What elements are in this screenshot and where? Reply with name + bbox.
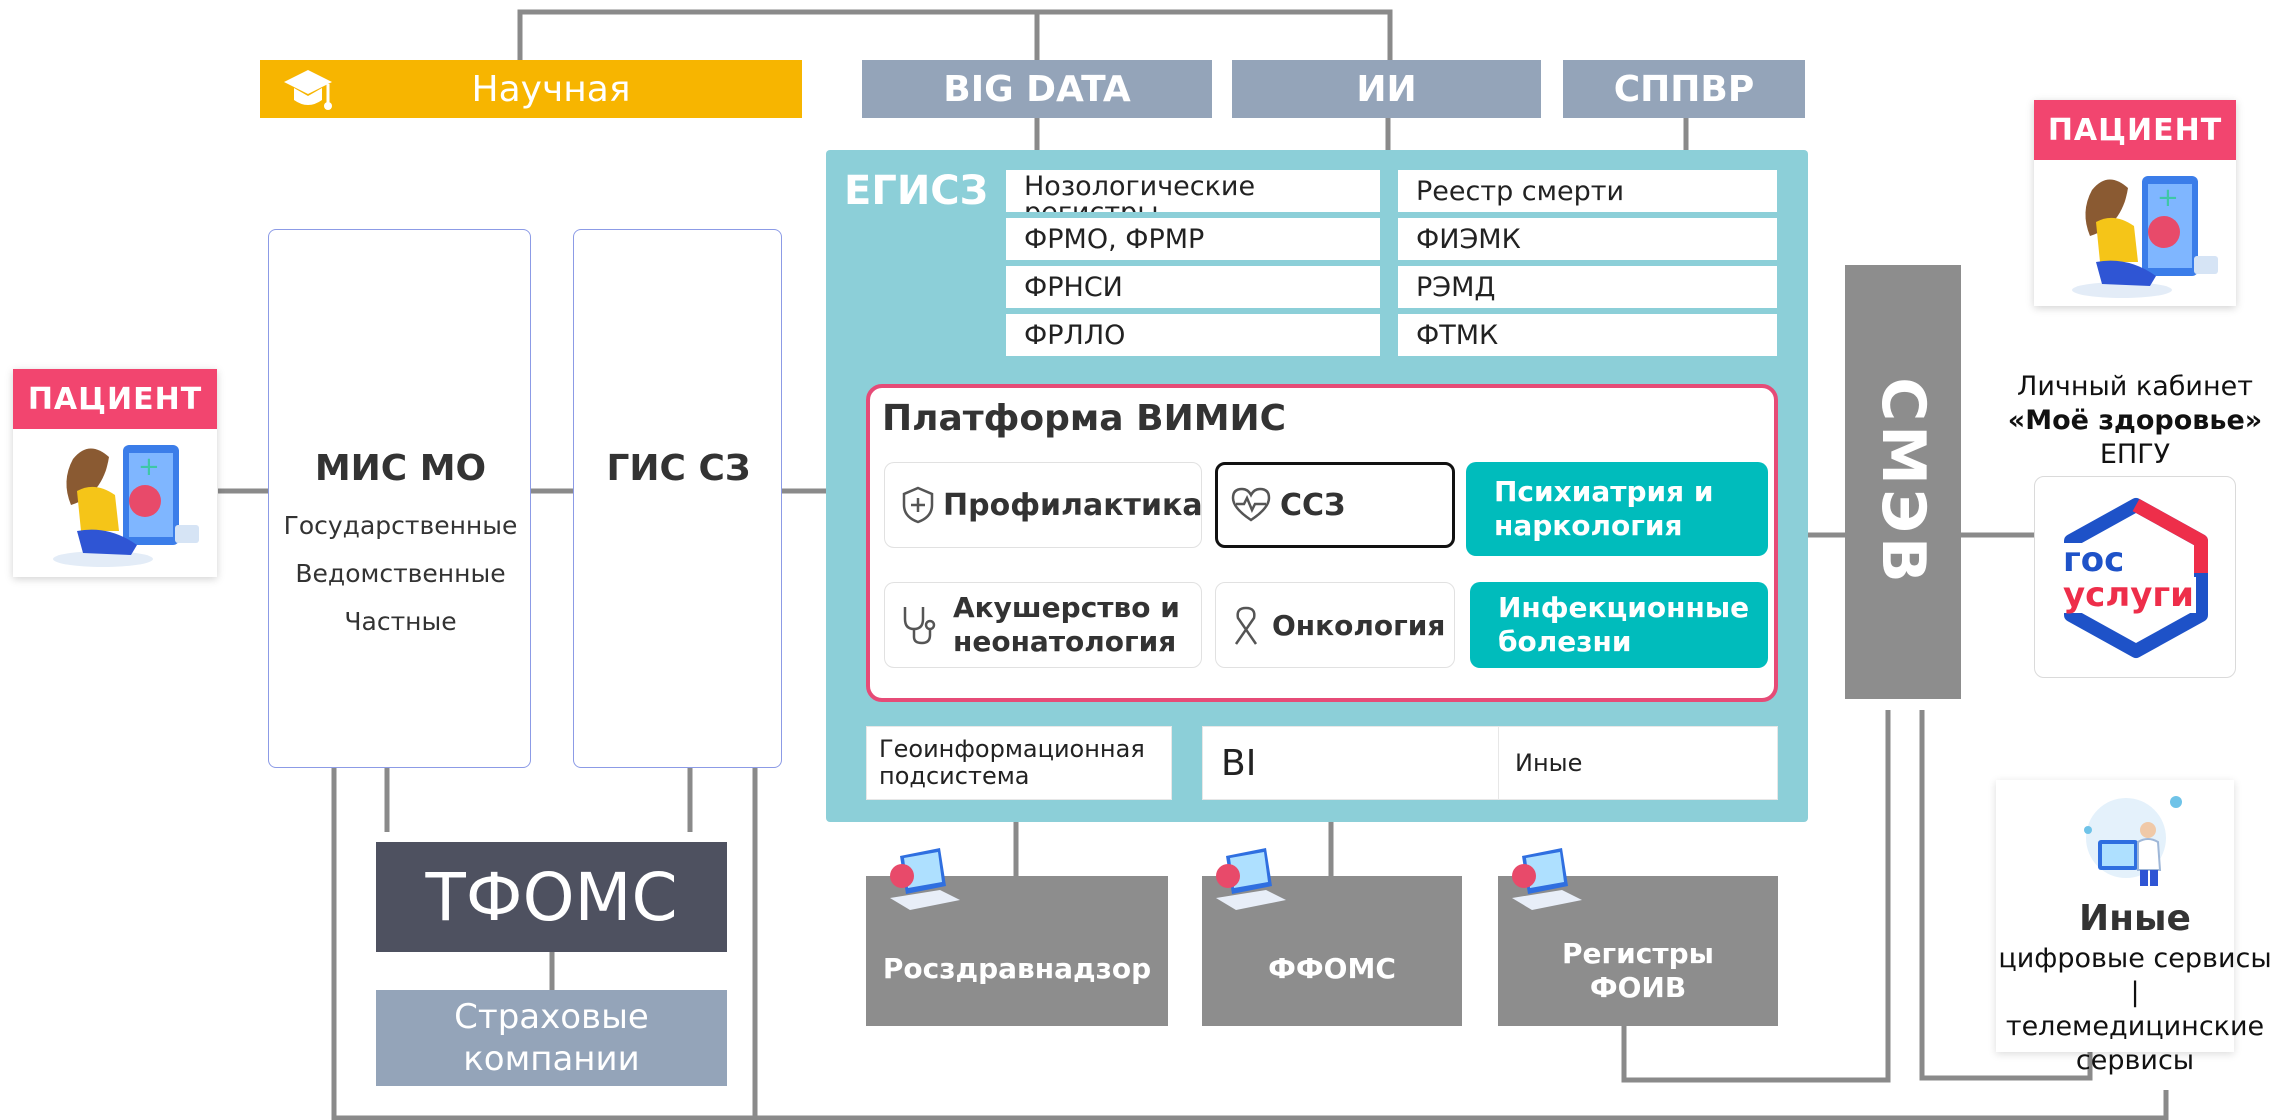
science-bar: Научная	[260, 60, 802, 118]
mis-item-departmental: Ведомственные	[295, 559, 506, 588]
register-fiemk: ФИЭМК	[1398, 218, 1777, 260]
graduation-cap-icon	[282, 66, 334, 116]
mis-item-state: Государственные	[283, 511, 518, 540]
register-frllo: ФРЛЛО	[1006, 314, 1380, 356]
telemedicine-illustration-icon	[2080, 790, 2190, 894]
gosuslugi-logo-icon	[2064, 498, 2208, 658]
subsystem-other: Иные	[1498, 726, 1778, 800]
direction-infectious-label: Инфекционные болезни	[1498, 591, 1750, 658]
direction-prevention: Профилактика	[884, 462, 1203, 548]
other-services-title: Иные	[2079, 898, 2191, 939]
computer-icon	[1502, 846, 1592, 920]
register-death: Реестр смерти	[1398, 170, 1777, 212]
patient-illustration-icon: +	[2052, 166, 2222, 306]
patient-right-card: ПАЦИЕНТ +	[2034, 100, 2236, 306]
register-remd: РЭМД	[1398, 266, 1777, 308]
subsystem-other-label: Иные	[1515, 749, 1583, 777]
big-data-bar: BIG DATA	[862, 60, 1212, 118]
ffoms-box: ФФОМС	[1202, 876, 1462, 1026]
epgu-caption: Личный кабинет «Моё здоровье» ЕПГУ	[1990, 370, 2280, 472]
direction-infectious: Инфекционные болезни	[1470, 582, 1768, 668]
mis-mo-items: Государственные Ведомственные Частные	[269, 502, 532, 646]
direction-psychiatry: Психиатрия и наркология	[1466, 462, 1768, 556]
register-ftmk: ФТМК	[1398, 314, 1777, 356]
epgu-line3: ЕПГУ	[2099, 439, 2171, 470]
computer-icon	[1206, 846, 1296, 920]
tfoms-box: ТФОМС	[376, 842, 727, 952]
stethoscope-icon	[899, 603, 939, 647]
foiv-registers-label: Регистры ФОИВ	[1562, 937, 1714, 1004]
computer-icon	[880, 846, 970, 920]
ribbon-icon	[1230, 604, 1262, 646]
svg-text:+: +	[138, 452, 160, 482]
tfoms-title: ТФОМС	[425, 858, 678, 936]
direction-prevention-label: Профилактика	[943, 487, 1203, 523]
gis-sz-title: ГИС СЗ	[606, 448, 751, 489]
direction-oncology-label: Онкология	[1272, 608, 1446, 642]
gosuslugi-logo-top: гос	[2061, 540, 2127, 580]
direction-obstetrics: Акушерство и неонатология	[884, 582, 1202, 668]
direction-cvd-label: ССЗ	[1280, 487, 1346, 523]
other-services-card	[1996, 780, 2234, 1052]
roszdravnadzor-label: Росздравнадзор	[882, 952, 1152, 985]
patient-left-label: ПАЦИЕНТ	[13, 369, 217, 429]
subsystem-bi-label: BI	[1221, 742, 1257, 784]
patient-right-label: ПАЦИЕНТ	[2034, 100, 2236, 160]
subsystem-geo: Геоинформационная подсистема	[866, 726, 1172, 800]
gis-sz-card: ГИС СЗ	[573, 229, 782, 768]
patient-illustration-icon: +	[33, 435, 203, 575]
shield-icon	[901, 485, 935, 525]
vimis-platform: Платформа ВИМИС Профилактика ССЗ Психиат…	[866, 384, 1778, 702]
subsystem-bi: BI	[1202, 726, 1502, 800]
ai-bar: ИИ	[1232, 60, 1541, 118]
insurers-box: Страховые компании	[376, 990, 727, 1086]
ffoms-label: ФФОМС	[1268, 952, 1396, 985]
egisz-panel: ЕГИСЗ Нозологические регистры ФРМО, ФРМР…	[826, 150, 1808, 822]
insurers-label: Страховые компании	[454, 997, 649, 1079]
other-services-line3: сервисы	[2075, 1045, 2195, 1076]
direction-oncology: Онкология	[1215, 582, 1455, 668]
patient-left-card: ПАЦИЕНТ +	[13, 369, 217, 577]
mis-item-private: Частные	[344, 607, 457, 636]
smev-bar: СМЭВ	[1845, 265, 1961, 699]
other-services-line2: телемедицинские	[2005, 1011, 2265, 1042]
other-services-text: Иные цифровые сервисы | телемедицинские …	[1990, 896, 2280, 1078]
mis-mo-title: МИС МО	[314, 448, 487, 489]
register-nosological: Нозологические регистры	[1006, 170, 1380, 212]
sppvr-bar: СППВР	[1563, 60, 1805, 118]
egisz-title: ЕГИСЗ	[844, 168, 989, 214]
direction-obstetrics-label: Акушерство и неонатология	[953, 591, 1180, 658]
ai-label: ИИ	[1356, 68, 1417, 110]
other-services-line1: цифровые сервисы |	[1998, 943, 2272, 1008]
direction-psychiatry-label: Психиатрия и наркология	[1494, 475, 1714, 542]
epgu-line2: «Моё здоровье»	[2007, 405, 2263, 436]
big-data-label: BIG DATA	[943, 68, 1131, 110]
subsystem-geo-label: Геоинформационная подсистема	[879, 735, 1145, 790]
svg-text:+: +	[2157, 183, 2179, 213]
gosuslugi-logo-bottom: услуги	[2061, 575, 2196, 615]
gosuslugi-card[interactable]: гос услуги	[2034, 476, 2236, 678]
epgu-line1: Личный кабинет	[2017, 371, 2253, 402]
vimis-title: Платформа ВИМИС	[882, 398, 1287, 439]
science-label: Научная	[471, 68, 631, 110]
register-frmo-frmr: ФРМО, ФРМР	[1006, 218, 1380, 260]
register-frnsi: ФРНСИ	[1006, 266, 1380, 308]
direction-cvd: ССЗ	[1215, 462, 1455, 548]
heart-pulse-icon	[1230, 486, 1272, 524]
mis-mo-card: МИС МО Государственные Ведомственные Час…	[268, 229, 531, 768]
sppvr-label: СППВР	[1613, 68, 1755, 110]
smev-label: СМЭВ	[1868, 377, 1939, 587]
